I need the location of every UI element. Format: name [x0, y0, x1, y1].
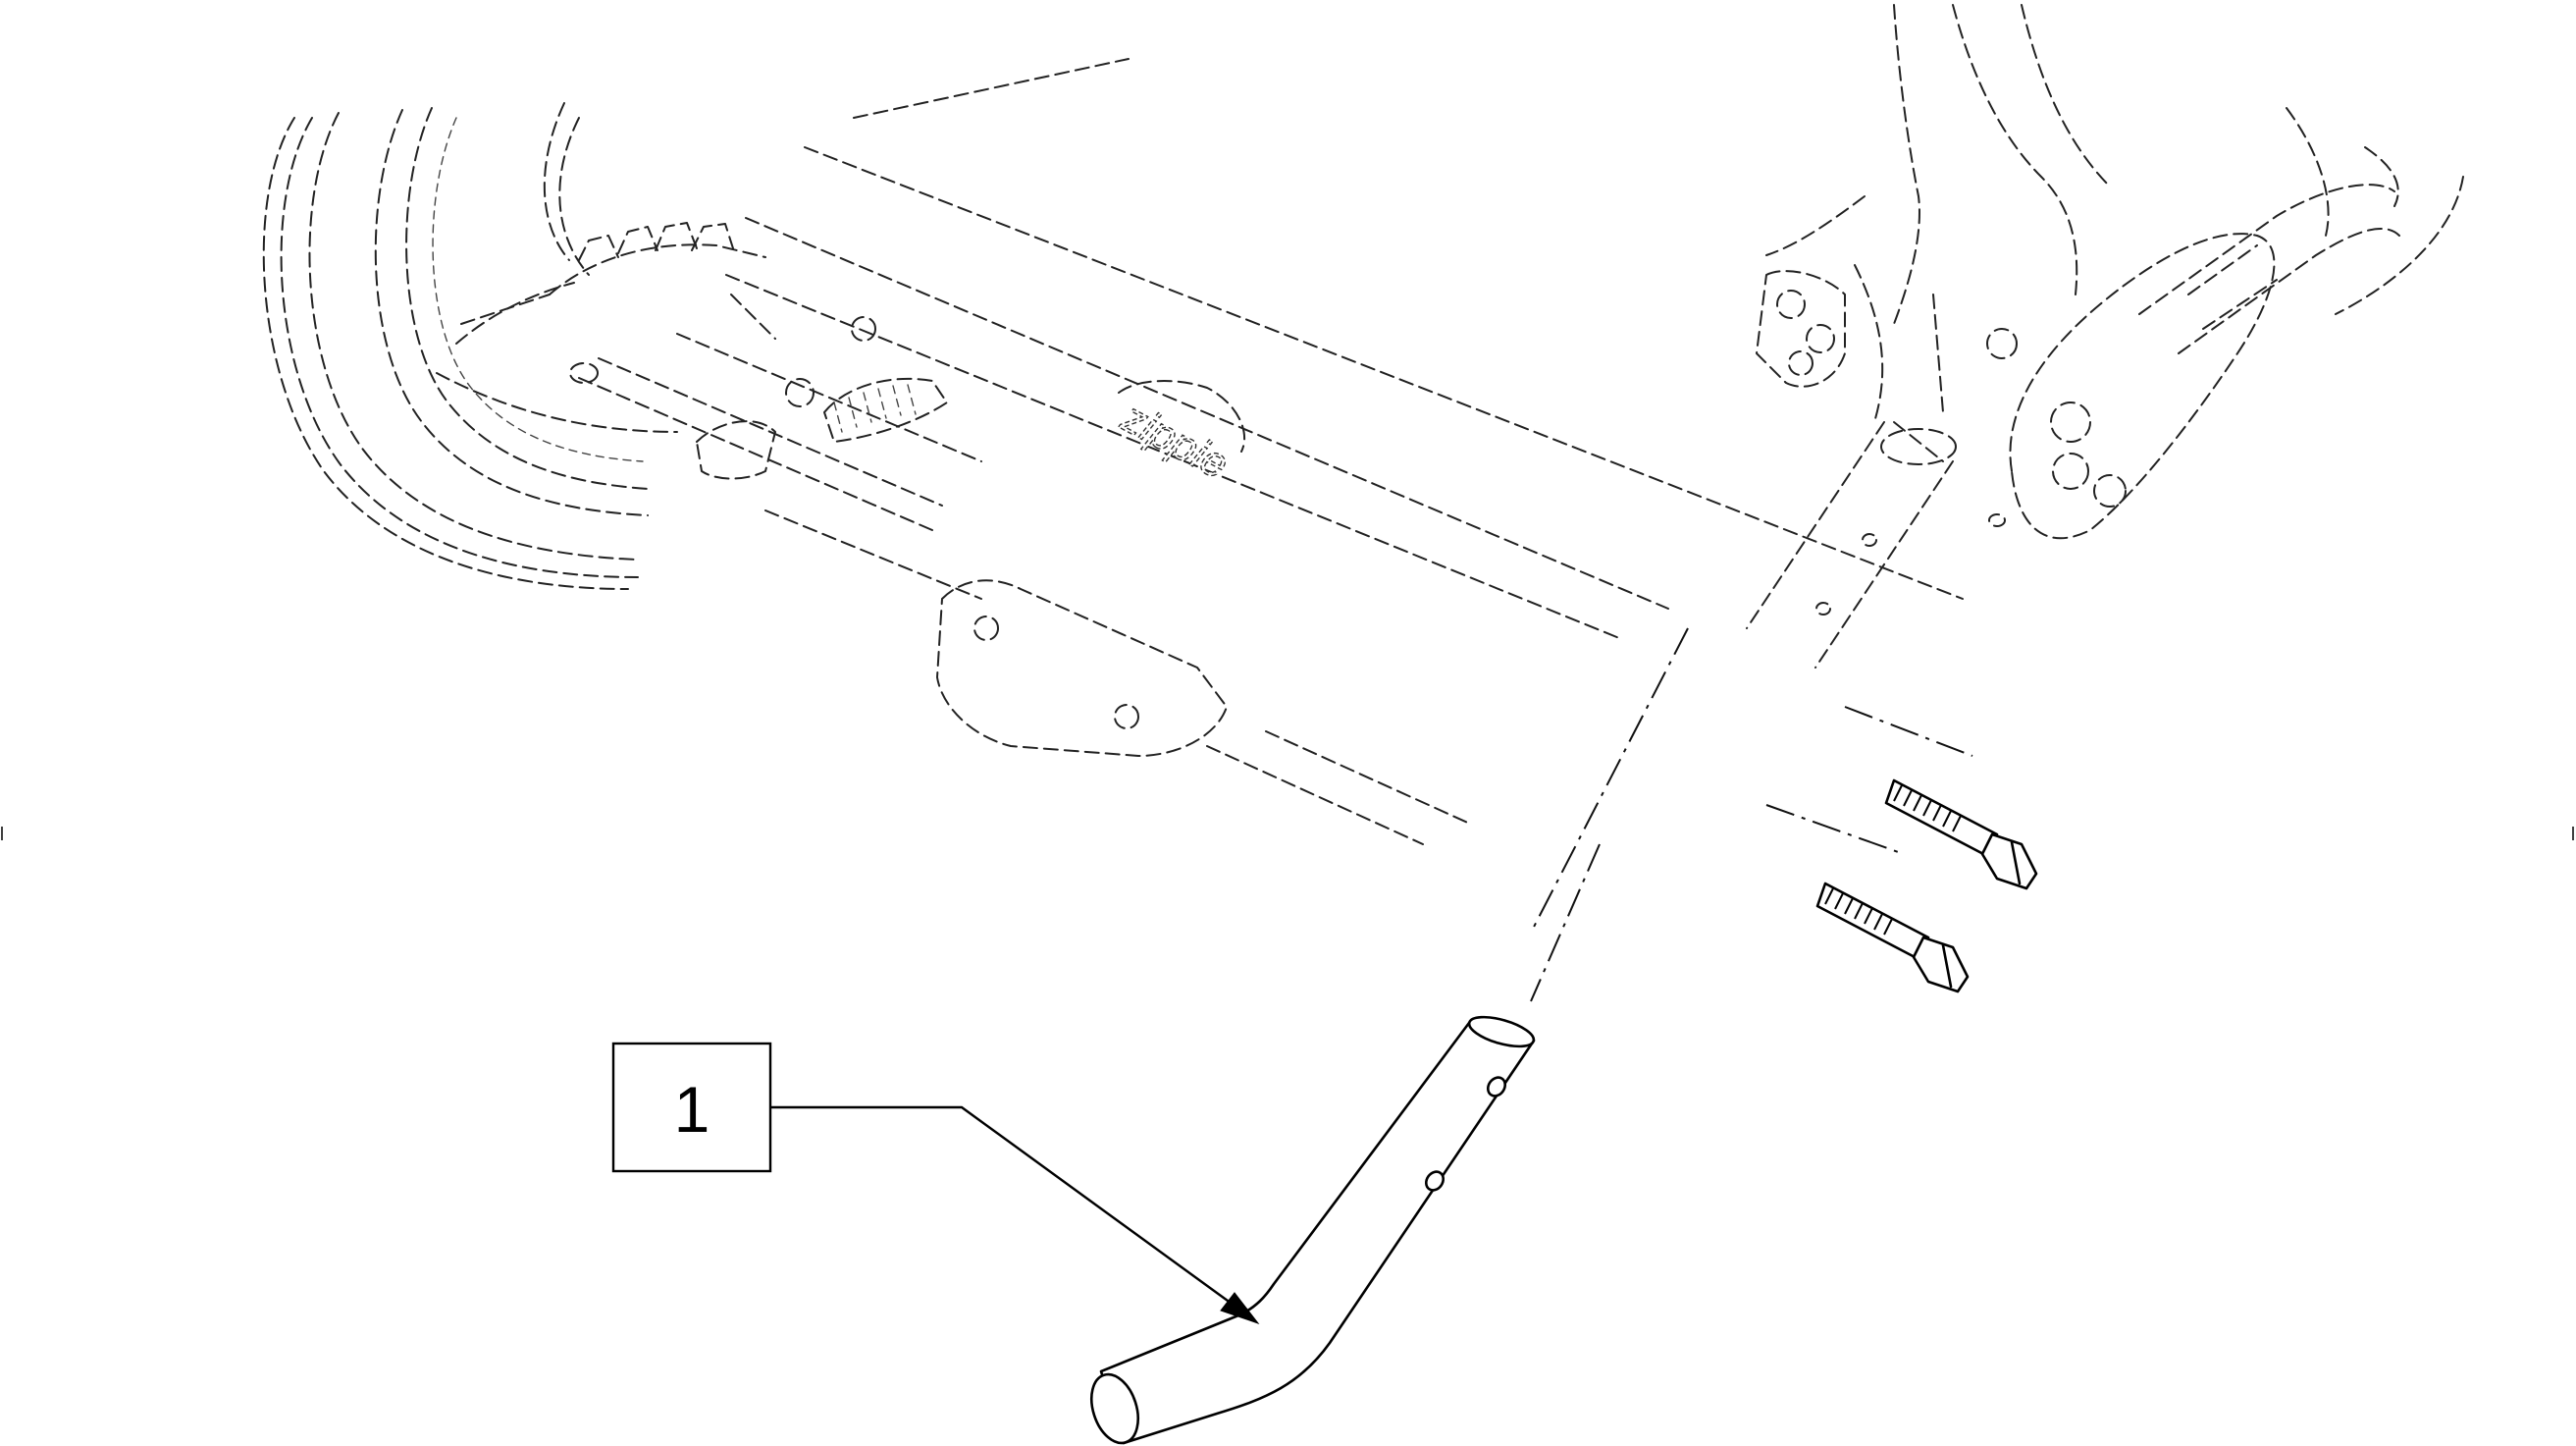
mounting-bolt-lower: [1815, 882, 1970, 993]
ghosted-hanger-bracket: [936, 579, 1228, 757]
ghosted-seat-frame: [1765, 4, 2111, 462]
mounting-bolt-upper: [1884, 778, 2038, 890]
ghosted-wheelchair-frame: zippie: [262, 4, 2464, 1002]
part-1-hanger-tube[interactable]: [1083, 1011, 1537, 1446]
ghosted-clamp-block: [1756, 270, 1846, 388]
assembly-axis-lines: [1530, 627, 1973, 1002]
ghosted-vertical-tube: [1746, 421, 2006, 669]
callout-1: 1: [611, 1042, 1260, 1325]
ghosted-footplate: [436, 222, 766, 433]
callout-leader-line: [770, 1105, 1239, 1310]
callout-box: [611, 1042, 772, 1173]
ghosted-frame-tubes: [676, 58, 1964, 845]
brand-logo-text: zippie: [1113, 393, 1235, 489]
callout-number: 1: [674, 1073, 710, 1146]
brand-logo: zippie: [1113, 380, 1246, 490]
callout-arrowhead: [1220, 1292, 1260, 1325]
ghosted-spring-assembly: [569, 294, 948, 531]
ghosted-axle-plate: [1986, 107, 2464, 540]
ghosted-wheel: [262, 102, 649, 590]
